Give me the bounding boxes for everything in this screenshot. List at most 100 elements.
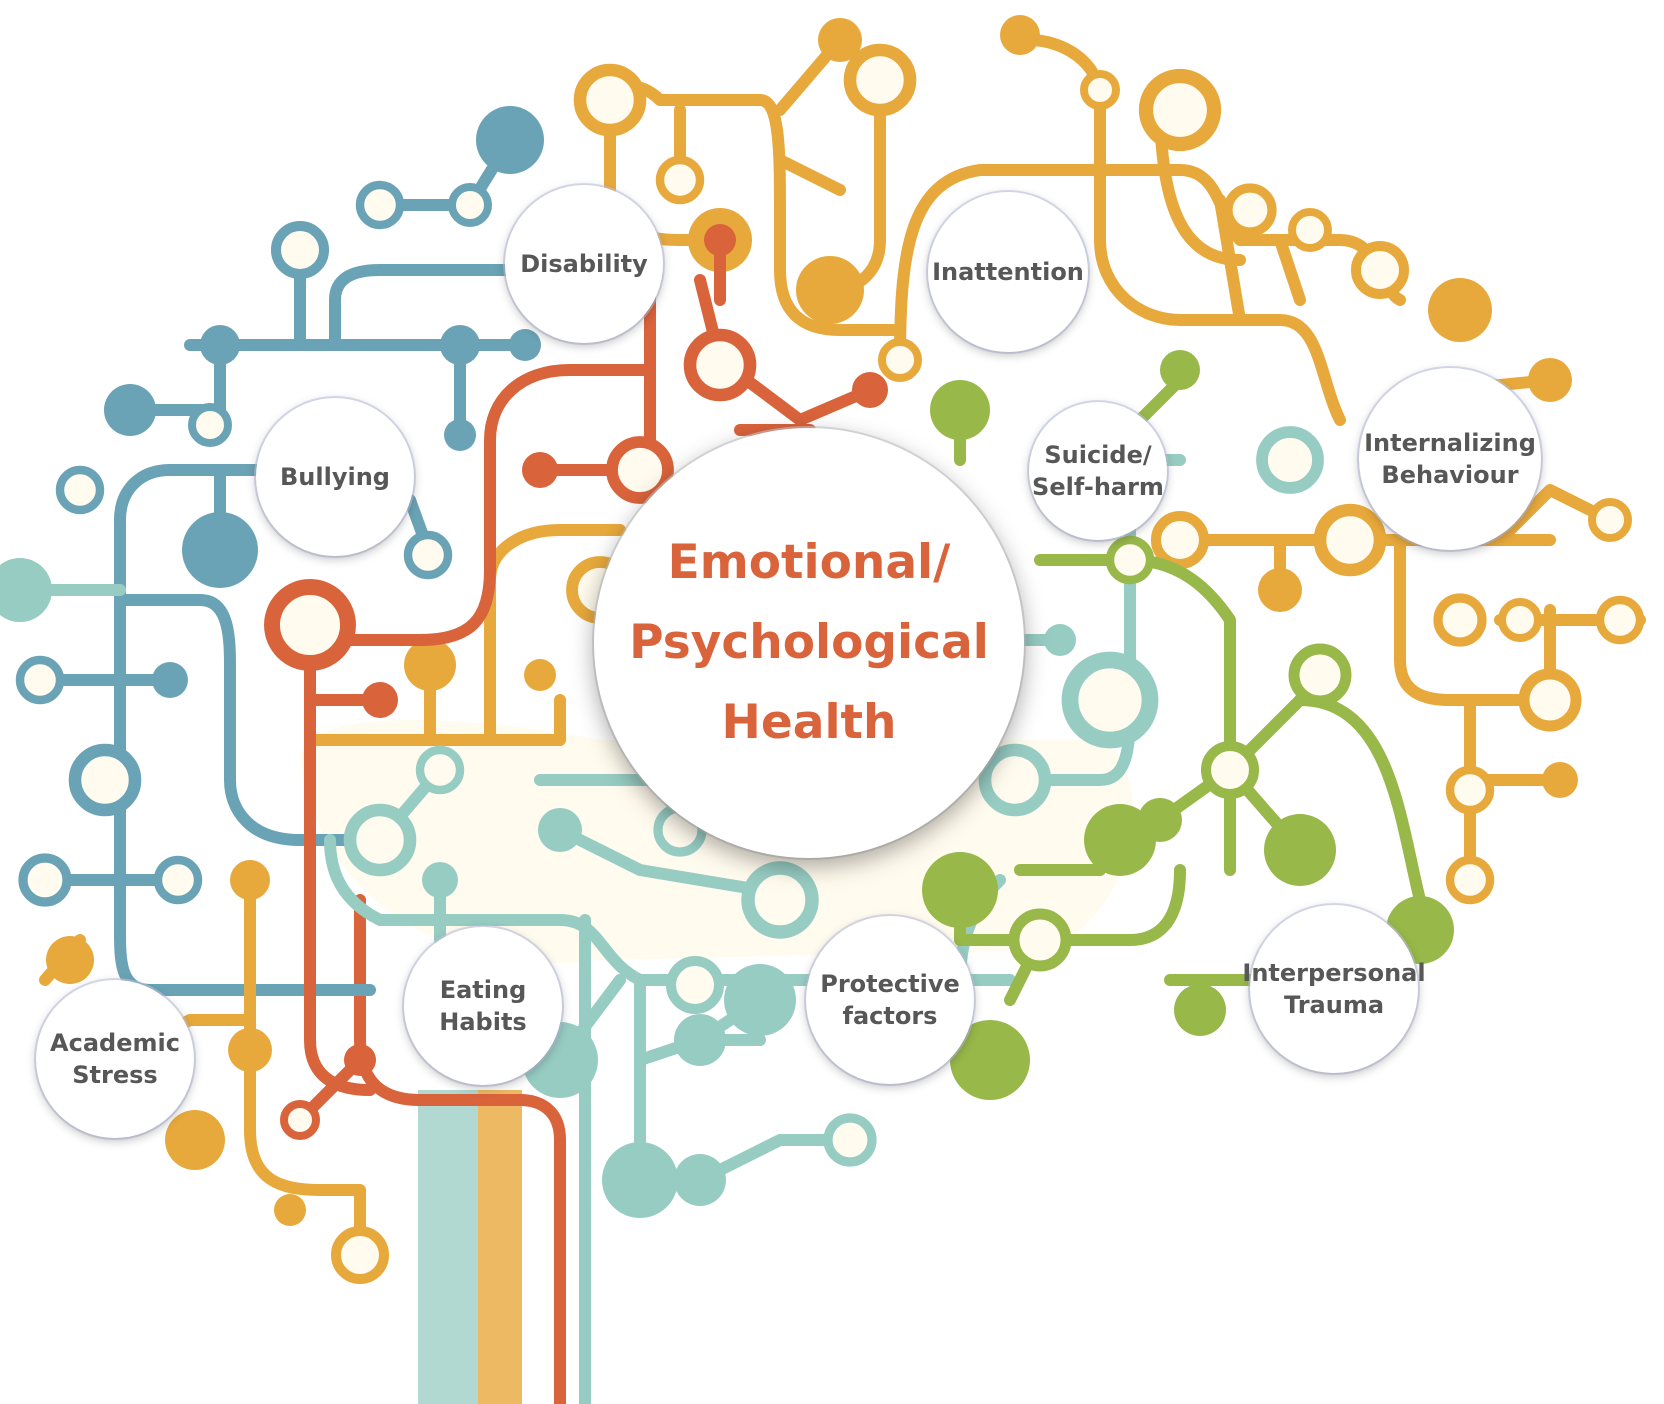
- branch-line: [694, 274, 876, 426]
- node-dot: [1000, 15, 1040, 55]
- node-ring: [403, 530, 453, 580]
- node-ring: [1288, 208, 1332, 252]
- branch-line: [1394, 534, 1576, 706]
- node-dot: [1174, 984, 1226, 1036]
- node-ring: [1105, 535, 1155, 585]
- bubble-bullying: Bullying: [256, 398, 414, 556]
- branch-line: [244, 1014, 366, 1256]
- node-ring: [1313, 503, 1387, 577]
- branch-line: [324, 834, 1016, 986]
- node-ring: [330, 1225, 390, 1285]
- node-ring: [843, 43, 917, 117]
- node-ring: [15, 655, 65, 705]
- node-dot: [818, 18, 862, 62]
- node-ring: [1008, 908, 1072, 972]
- node-dot: [1084, 804, 1156, 876]
- node-ring: [55, 465, 105, 515]
- node-dot: [200, 325, 240, 365]
- node-ring: [1080, 70, 1120, 110]
- branch-line: [954, 864, 1186, 946]
- topic-label-bullying: Bullying: [280, 463, 390, 491]
- node-ring: [683, 328, 757, 402]
- node-dot: [796, 256, 864, 324]
- bubble-eating: Eating Habits: [404, 927, 562, 1085]
- node-ring: [1288, 643, 1352, 707]
- node-dot: [674, 1154, 726, 1206]
- branch-line: [1094, 164, 1346, 426]
- topic-label-internalizing: Internalizing Behaviour: [1364, 429, 1536, 489]
- branch-line: [39, 934, 86, 986]
- node-ring: [270, 220, 330, 280]
- branch-line: [554, 824, 766, 896]
- node-dot: [182, 512, 258, 588]
- bubble-trauma: Interpersonal Trauma: [1242, 905, 1426, 1073]
- node-dot: [602, 1142, 678, 1218]
- node-ring: [606, 436, 674, 504]
- node-ring: [68, 743, 142, 817]
- node-dot: [674, 1014, 726, 1066]
- node-ring: [1150, 510, 1210, 570]
- topic-label-eating: Eating Habits: [439, 976, 527, 1036]
- node-ring: [343, 803, 417, 877]
- topic-label-trauma: Interpersonal Trauma: [1242, 959, 1426, 1019]
- node-dot: [1542, 762, 1578, 798]
- node-ring: [1256, 426, 1324, 494]
- branch-line: [304, 274, 656, 646]
- center-title: Emotional/ Psychological Health: [629, 535, 989, 750]
- node-ring: [153, 855, 203, 905]
- node-dot: [1160, 350, 1200, 390]
- center-bubble: Emotional/ Psychological Health: [594, 428, 1024, 858]
- node-dot: [344, 1044, 376, 1076]
- node-dot: [524, 659, 556, 691]
- node-ring: [415, 745, 465, 795]
- bubble-suicide: Suicide/ Self-harm: [1029, 402, 1167, 540]
- branch-line: [304, 694, 566, 746]
- branch-line: [114, 594, 366, 846]
- node-ring: [355, 180, 405, 230]
- node-ring: [1595, 595, 1645, 645]
- bubble-inattention: Inattention: [928, 192, 1088, 352]
- node-dot: [404, 639, 456, 691]
- branch-line: [1494, 484, 1616, 546]
- topic-label-academic: Academic Stress: [50, 1029, 180, 1089]
- node-dot: [152, 662, 188, 698]
- node-dot: [228, 1028, 272, 1072]
- node-ring: [665, 955, 725, 1015]
- node-ring: [1138, 68, 1222, 152]
- node-ring: [1518, 668, 1582, 732]
- bubble-internalizing: Internalizing Behaviour: [1359, 368, 1541, 550]
- branch-line: [1294, 694, 1426, 906]
- node-dot: [1264, 814, 1336, 886]
- node-ring: [573, 63, 647, 137]
- branch-line: [1214, 194, 1246, 326]
- node-ring: [823, 1113, 877, 1167]
- node-dot: [852, 372, 888, 408]
- node-ring: [280, 1100, 320, 1140]
- node-dot: [950, 1020, 1030, 1100]
- trunk-orange: [478, 1090, 522, 1404]
- node-ring: [655, 155, 705, 205]
- node-dot: [444, 419, 476, 451]
- node-ring: [448, 183, 492, 227]
- node-ring: [1498, 598, 1542, 642]
- topic-label-disability: Disability: [520, 250, 648, 278]
- topic-label-inattention: Inattention: [932, 258, 1084, 286]
- node-dot: [1258, 568, 1302, 612]
- node-dot: [1044, 624, 1076, 656]
- node-ring: [1223, 183, 1277, 237]
- node-dot: [724, 964, 796, 1036]
- node-dot: [440, 325, 480, 365]
- node-ring: [1350, 240, 1410, 300]
- bubble-academic: Academic Stress: [36, 980, 194, 1138]
- branch-line: [774, 154, 846, 196]
- node-ring: [1588, 498, 1632, 542]
- branch-line: [1274, 234, 1306, 306]
- node-dot: [1528, 358, 1572, 402]
- node-dot: [274, 1194, 306, 1226]
- node-ring: [1200, 740, 1260, 800]
- topic-label-suicide: Suicide/ Self-harm: [1032, 441, 1164, 501]
- node-ring: [878, 338, 922, 382]
- branch-line: [329, 264, 526, 351]
